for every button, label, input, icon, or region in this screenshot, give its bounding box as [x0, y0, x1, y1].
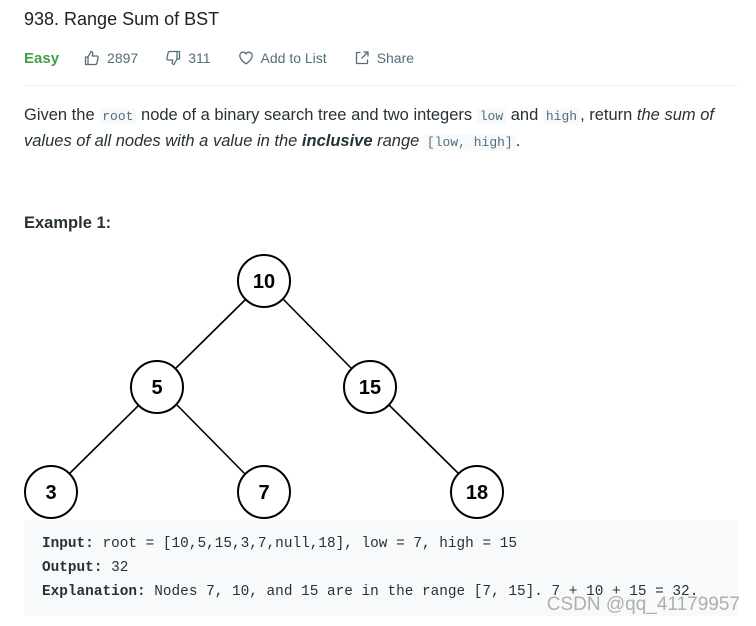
tree-node-left-left: 3	[24, 465, 78, 519]
edge-10-5	[175, 298, 247, 369]
add-to-list-button[interactable]: Add to List	[238, 50, 327, 66]
heart-icon	[238, 51, 253, 65]
code-high: high	[542, 108, 581, 125]
edge-10-15	[282, 298, 352, 369]
example-input-line: Input: root = [10,5,15,3,7,null,18], low…	[42, 536, 517, 552]
inclusive-keyword: inclusive	[301, 132, 373, 150]
share-button[interactable]: Share	[354, 50, 414, 66]
edge-15-18	[388, 404, 460, 475]
share-label: Share	[376, 50, 415, 66]
tree-node-left-label: 5	[151, 377, 162, 399]
tree-node-right: 15	[343, 360, 397, 414]
problem-title: 938. Range Sum of BST	[24, 9, 220, 29]
tree-node-right-right-label: 18	[466, 482, 488, 504]
tree-node-left-right: 7	[237, 465, 291, 519]
header-divider	[24, 85, 738, 86]
example-heading: Example 1:	[24, 214, 112, 232]
input-value: root = [10,5,15,3,7,null,18], low = 7, h…	[93, 536, 517, 552]
add-to-list-label: Add to List	[260, 50, 327, 66]
example-explanation-line: Explanation: Nodes 7, 10, and 15 are in …	[42, 584, 698, 600]
tree-node-left-left-label: 3	[45, 482, 56, 504]
thumbs-up-icon	[84, 50, 99, 66]
example-output-line: Output: 32	[42, 560, 128, 576]
edge-5-3	[68, 404, 140, 475]
input-label: Input:	[42, 536, 94, 552]
example-code-block: Input: root = [10,5,15,3,7,null,18], low…	[24, 520, 738, 616]
thumbs-down-icon	[166, 50, 181, 66]
dislike-button[interactable]: 311	[165, 50, 211, 66]
dislikes-count: 311	[188, 50, 211, 66]
explanation-value: Nodes 7, 10, and 15 are in the range [7,…	[145, 584, 699, 600]
like-button[interactable]: 2897	[84, 50, 138, 66]
output-label: Output:	[42, 560, 103, 576]
tree-node-root: 10	[237, 254, 291, 308]
code-low: low	[476, 108, 507, 125]
code-range: [low, high]	[423, 134, 516, 151]
description-emphasis: the sum of values of all nodes with a va…	[24, 106, 714, 150]
explanation-label: Explanation:	[42, 584, 146, 600]
csdn-watermark: CSDN @qq_41179957	[546, 594, 740, 615]
tree-node-root-label: 10	[253, 271, 275, 293]
output-value: 32	[102, 560, 129, 576]
share-icon	[355, 51, 369, 65]
tree-node-left-right-label: 7	[258, 482, 269, 504]
difficulty-label: Easy	[24, 49, 60, 67]
edge-5-7	[176, 404, 246, 475]
tree-node-right-right: 18	[450, 465, 504, 519]
code-root: root	[99, 108, 137, 125]
problem-description: Given the root node of a binary search t…	[24, 106, 714, 151]
tree-node-right-label: 15	[359, 377, 381, 399]
likes-count: 2897	[107, 50, 139, 66]
tree-node-left: 5	[130, 360, 184, 414]
problem-meta-bar: Easy 2897 311 Add to List Share	[24, 48, 441, 68]
bst-diagram: 10 5 15 3 7 18	[24, 254, 504, 519]
